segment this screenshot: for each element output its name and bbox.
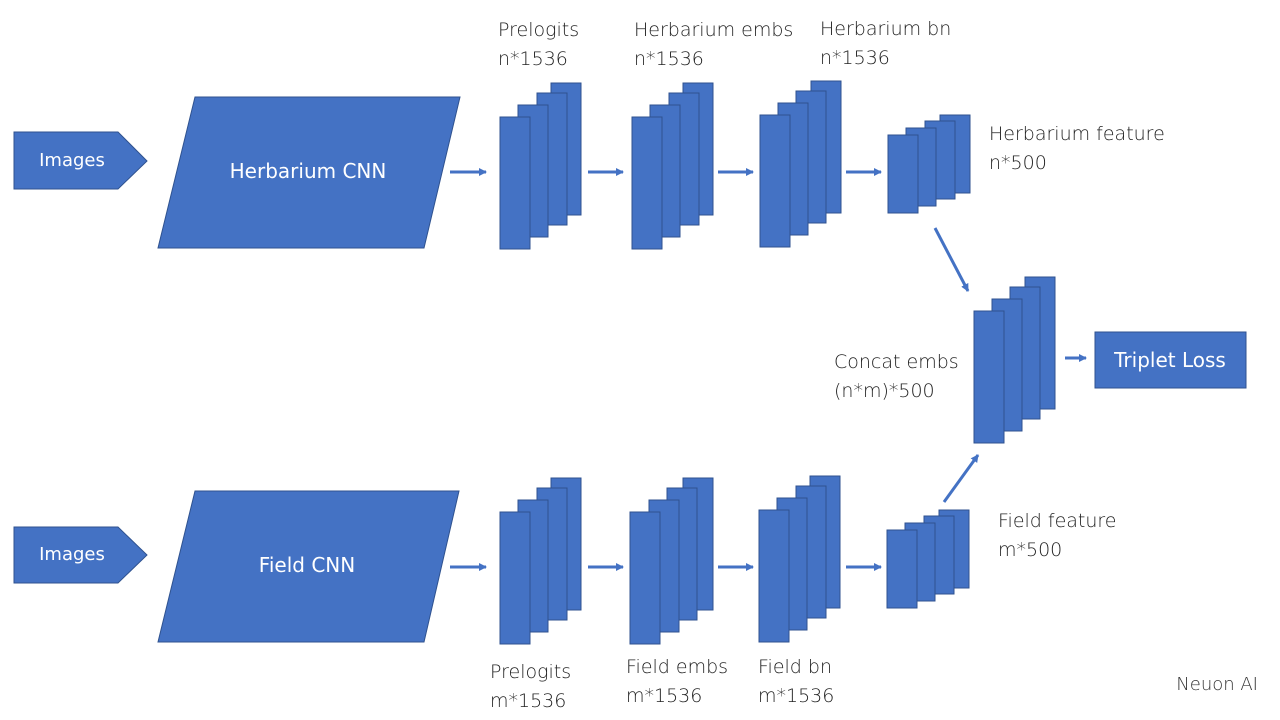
field-cnn-label: Field CNN: [259, 553, 355, 577]
bottom-prelogits-name: Prelogits: [490, 661, 572, 683]
arrow-field-feature-to-concat: [942, 454, 980, 503]
triplet-loss-box: [1094, 331, 1247, 389]
concat-embs-name: Concat embs: [834, 351, 959, 373]
herbarium-cnn-block: [157, 96, 461, 249]
top-herbarium-feature-stack: [887, 114, 971, 214]
arrow-herbarium-feature-to-concat: [933, 227, 970, 292]
herbarium-cnn-label: Herbarium CNN: [230, 159, 387, 183]
top-herbarium-bn-stack: [759, 80, 842, 248]
top-herbarium-feature-label: Herbarium feature n*500: [989, 120, 1165, 178]
top-herbarium-feature-name: Herbarium feature: [989, 123, 1165, 145]
bottom-field-bn-label: Field bn m*1536: [758, 653, 834, 711]
bottom-field-bn-stack: [758, 475, 841, 643]
input-arrow-bottom: [13, 526, 148, 584]
top-prelogits-shape: n*1536: [498, 48, 568, 70]
concat-embs-shape: (n*m)*500: [834, 380, 935, 402]
top-herbarium-bn-name: Herbarium bn: [820, 18, 952, 40]
bottom-field-feature-stack: [886, 509, 970, 609]
top-herbarium-bn-shape: n*1536: [820, 47, 890, 69]
input-label-bottom: Images: [39, 544, 105, 565]
bottom-field-embs-stack: [629, 477, 714, 645]
input-arrow-top: [13, 131, 148, 190]
triplet-loss-label: Triplet Loss: [1113, 348, 1226, 372]
top-prelogits-name: Prelogits: [498, 19, 580, 41]
brand-watermark: Neuon AI: [1176, 674, 1258, 695]
top-herbarium-embs-shape: n*1536: [634, 48, 704, 70]
bottom-field-bn-name: Field bn: [758, 656, 832, 678]
top-prelogits-label: Prelogits n*1536: [498, 16, 579, 74]
bottom-field-bn-shape: m*1536: [758, 685, 835, 707]
top-herbarium-feature-shape: n*500: [989, 152, 1047, 174]
field-feature-name: Field feature: [998, 510, 1117, 532]
top-herbarium-embs-label: Herbarium embs n*1536: [634, 16, 793, 74]
bottom-prelogits-shape: m*1536: [490, 690, 567, 712]
top-prelogits-stack: [499, 82, 582, 250]
bottom-prelogits-label: Prelogits m*1536: [490, 658, 571, 716]
top-herbarium-bn-label: Herbarium bn n*1536: [820, 15, 951, 73]
field-cnn-block: [157, 490, 460, 643]
top-herbarium-embs-stack: [631, 82, 714, 250]
field-feature-label: Field feature m*500: [998, 507, 1117, 565]
bottom-field-embs-label: Field embs m*1536: [626, 653, 728, 711]
top-herbarium-embs-name: Herbarium embs: [634, 19, 794, 41]
field-feature-shape: m*500: [998, 539, 1063, 561]
bottom-field-embs-shape: m*1536: [626, 685, 703, 707]
input-label-top: Images: [39, 150, 105, 171]
concat-embs-label: Concat embs (n*m)*500: [834, 348, 959, 406]
concat-embs-stack: [973, 276, 1056, 444]
bottom-field-embs-name: Field embs: [626, 656, 729, 678]
bottom-prelogits-stack: [499, 477, 582, 645]
